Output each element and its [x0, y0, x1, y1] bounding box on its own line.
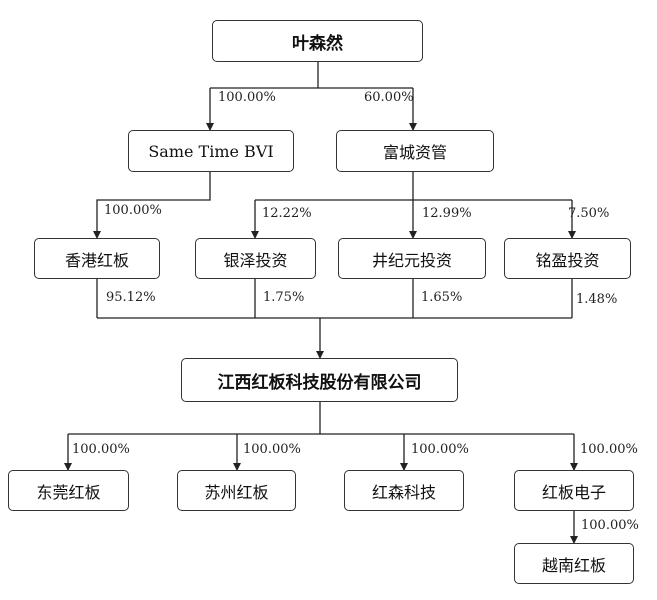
pct-to-suzhou: 100.00%	[243, 442, 301, 457]
node-vietnam-label: 越南红板	[541, 555, 606, 575]
node-yinze: 银泽投资	[195, 238, 316, 279]
node-jiangxi: 江西红板科技股份有限公司	[181, 358, 458, 402]
node-jingji: 井纪元投资	[338, 238, 486, 279]
node-hongban-dianzi: 红板电子	[514, 470, 634, 511]
node-suzhou-label: 苏州红板	[204, 482, 269, 502]
node-dongguan: 东莞红板	[8, 470, 129, 511]
pct-to-dongguan: 100.00%	[72, 442, 130, 457]
node-hongban-dianzi-label: 红板电子	[541, 482, 606, 502]
pct-ye-to-bvi: 100.00%	[218, 90, 276, 105]
node-suzhou: 苏州红板	[177, 470, 296, 511]
pct-mingying-to-jiangxi: 1.48%	[576, 292, 618, 307]
pct-bvi-to-hk: 100.00%	[104, 203, 162, 218]
node-dongguan-label: 东莞红板	[36, 482, 101, 502]
node-fucheng-label: 富城资管	[382, 143, 447, 162]
pct-to-hongsen: 100.00%	[411, 442, 469, 457]
node-hongsen: 红森科技	[344, 470, 464, 511]
pct-ye-to-fucheng: 60.00%	[364, 90, 414, 105]
node-jingji-label: 井纪元投资	[371, 250, 452, 270]
node-ye-senran-label: 叶森然	[292, 33, 343, 54]
pct-to-dianzi: 100.00%	[580, 442, 638, 457]
pct-dianzi-to-vietnam: 100.00%	[581, 518, 639, 533]
node-yinze-label: 银泽投资	[223, 250, 288, 270]
node-hongsen-label: 红森科技	[371, 482, 436, 502]
line-bvi-to-hk	[93, 172, 211, 239]
node-jiangxi-label: 江西红板科技股份有限公司	[217, 372, 422, 393]
pct-jingji-to-jiangxi: 1.65%	[421, 290, 463, 305]
node-hk-hongban: 香港红板	[34, 238, 160, 279]
node-same-time-bvi-label: Same Time BVI	[148, 141, 274, 161]
pct-yinze-to-jiangxi: 1.75%	[263, 290, 305, 305]
node-ye-senran: 叶森然	[212, 20, 423, 62]
node-hk-hongban-label: 香港红板	[64, 250, 129, 270]
pct-fucheng-to-jingji: 12.99%	[422, 206, 472, 221]
node-same-time-bvi: Same Time BVI	[128, 130, 294, 172]
pct-fucheng-to-yinze: 12.22%	[262, 206, 312, 221]
node-fucheng: 富城资管	[336, 130, 494, 172]
node-mingying-label: 铭盈投资	[535, 250, 600, 270]
node-mingying: 铭盈投资	[504, 238, 631, 279]
pct-fucheng-to-mingying: 7.50%	[568, 206, 610, 221]
node-vietnam: 越南红板	[514, 543, 634, 584]
pct-hk-to-jiangxi: 95.12%	[106, 290, 156, 305]
